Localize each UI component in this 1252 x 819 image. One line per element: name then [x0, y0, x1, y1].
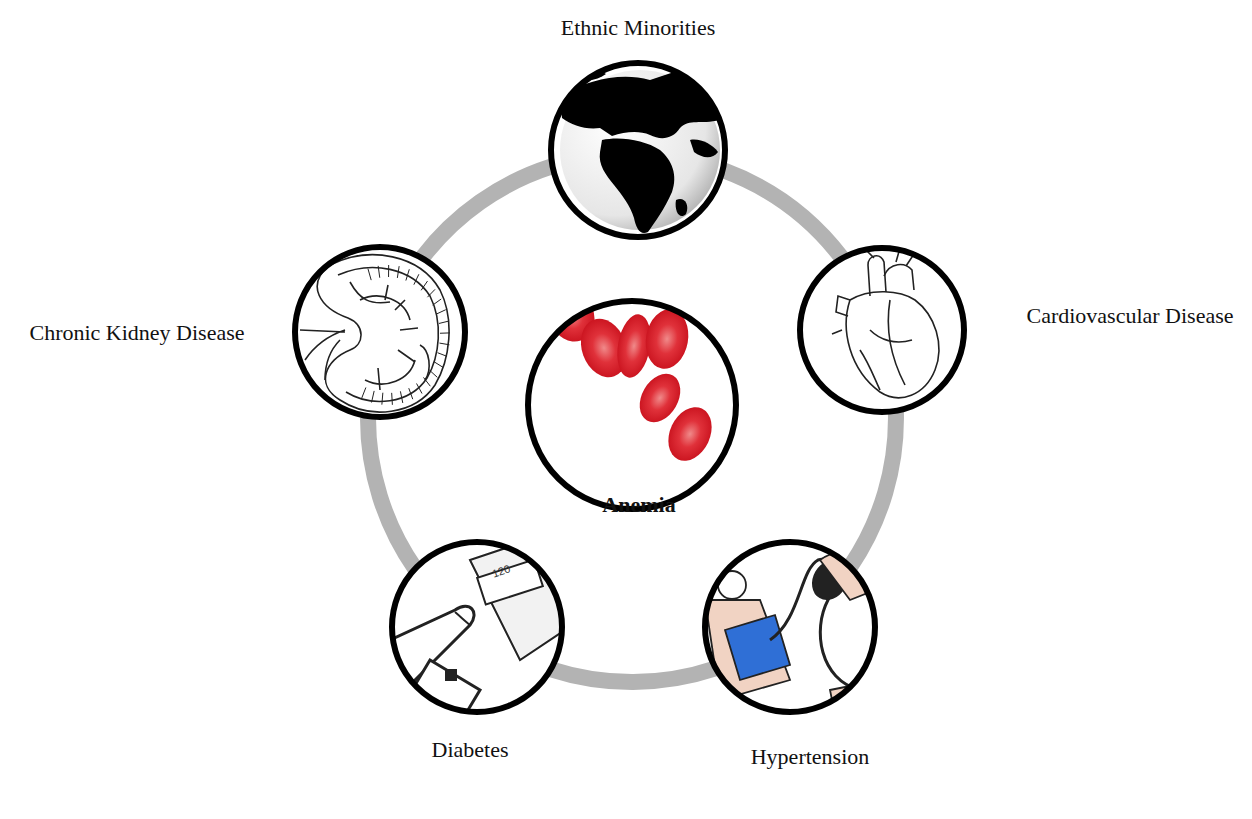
ring-connector — [423, 167, 551, 257]
node-label: Diabetes — [432, 737, 509, 763]
diabetes-circle: Diabetes — [389, 539, 565, 715]
node-label: Anemia — [602, 492, 675, 518]
ring-connector — [368, 417, 415, 568]
hypertension-circle: Hypertension — [702, 539, 878, 715]
ring-connector — [724, 171, 841, 258]
glucose-meter-icon — [390, 530, 580, 740]
bp-cuff-icon — [705, 542, 880, 715]
node-label: Cardiovascular Disease — [1026, 303, 1233, 329]
heart-circle: Cardiovascular Disease — [797, 245, 967, 415]
globe-icon — [551, 63, 725, 237]
red-blood-cells — [528, 284, 736, 509]
node-label: Hypertension — [751, 744, 870, 770]
kidney-icon — [295, 247, 465, 417]
ring-connector — [850, 412, 896, 567]
globe-circle: Ethnic Minorities — [548, 60, 728, 240]
heart-icon — [800, 248, 964, 412]
anemia-circle: Anemia — [525, 298, 739, 512]
node-label: Chronic Kidney Disease — [29, 320, 244, 346]
ring-connector — [551, 669, 715, 682]
kidney-circle: Chronic Kidney Disease — [292, 244, 468, 420]
node-label: Ethnic Minorities — [561, 15, 716, 41]
